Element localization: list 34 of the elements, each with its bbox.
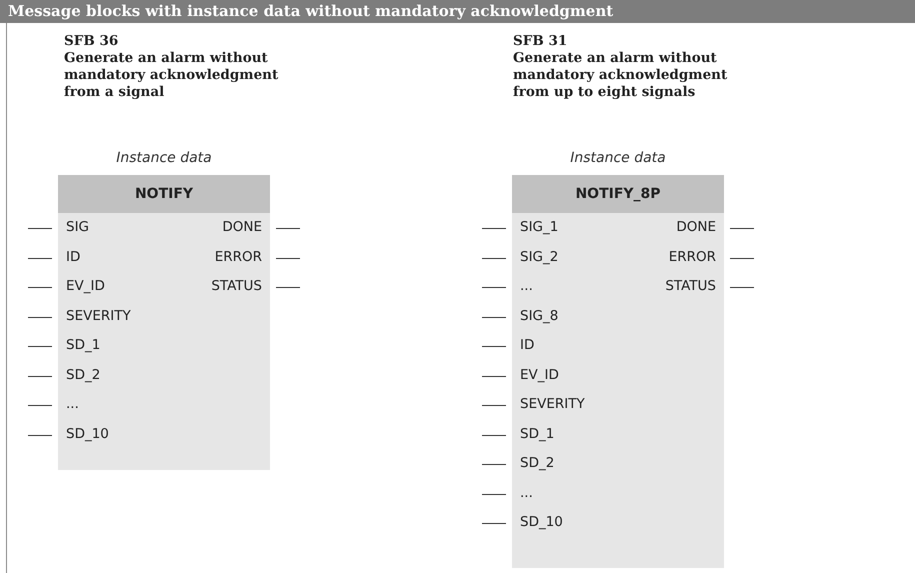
pin-name: SIG_1: [520, 218, 558, 236]
pin-name: SD_2: [520, 454, 554, 472]
pin-name: ID: [520, 336, 534, 354]
pin-name: SEVERITY: [66, 306, 131, 324]
pin-name: ...: [520, 277, 533, 295]
pin-name: EV_ID: [520, 366, 559, 384]
pin-name: SD_1: [66, 336, 100, 354]
block-header: NOTIFY: [58, 175, 270, 213]
block-caption: Instance data: [569, 150, 667, 166]
pin-name: ...: [520, 484, 533, 502]
title-bar: Message blocks with instance data without mandatory acknowledgment: [0, 0, 915, 23]
block-number: SFB 31: [513, 33, 568, 50]
block-description: Generate an alarm without mandatory acknowledgment from up to eight signals: [513, 50, 728, 101]
block-description: Generate an alarm without mandatory acknowledgment from a signal: [64, 50, 280, 101]
pin-name: STATUS: [211, 277, 262, 295]
pin-name: SIG_2: [520, 248, 558, 266]
pin-name: SD_10: [520, 513, 563, 531]
pin-name: EV_ID: [66, 277, 105, 295]
pin-name: SD_2: [66, 366, 100, 384]
pin-name: STATUS: [665, 277, 716, 295]
pin-name: ID: [66, 248, 80, 266]
pin-name: SEVERITY: [520, 395, 585, 413]
pin-name: SIG: [66, 218, 90, 236]
pin-name: SD_1: [520, 424, 554, 442]
pin-name: SD_10: [66, 424, 109, 442]
block-caption: Instance data: [115, 150, 213, 166]
pin-name: SIG_8: [520, 306, 558, 324]
pin-name: DONE: [222, 218, 262, 236]
pin-name: DONE: [676, 218, 716, 236]
pin-name: ERROR: [668, 248, 716, 266]
block-header: NOTIFY_8P: [512, 175, 724, 213]
pin-name: ERROR: [214, 248, 262, 266]
block-number: SFB 36: [64, 33, 120, 50]
pin-name: ...: [66, 395, 79, 413]
